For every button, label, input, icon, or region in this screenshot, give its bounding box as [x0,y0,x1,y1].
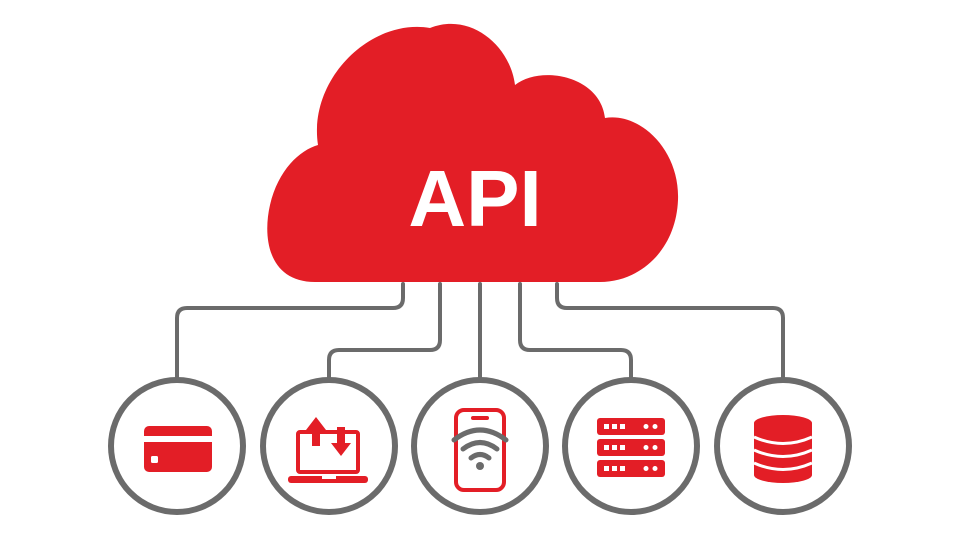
cloud-shape [267,23,679,283]
node-rings [108,377,852,515]
database-icon [753,415,813,483]
laptop-transfer-icon [288,417,368,483]
connector-database [555,282,785,380]
connector-server [518,282,633,380]
smartphone-wifi-icon [451,408,509,492]
node-phone [411,377,549,515]
cloud-label: API [408,154,541,243]
credit-card-icon [144,426,212,472]
connector-laptop [327,282,442,380]
node-laptop [260,377,398,515]
connectors [175,282,785,380]
server-rack-icon [597,418,665,477]
api-cloud: API [267,23,679,283]
connector-card [175,282,405,380]
